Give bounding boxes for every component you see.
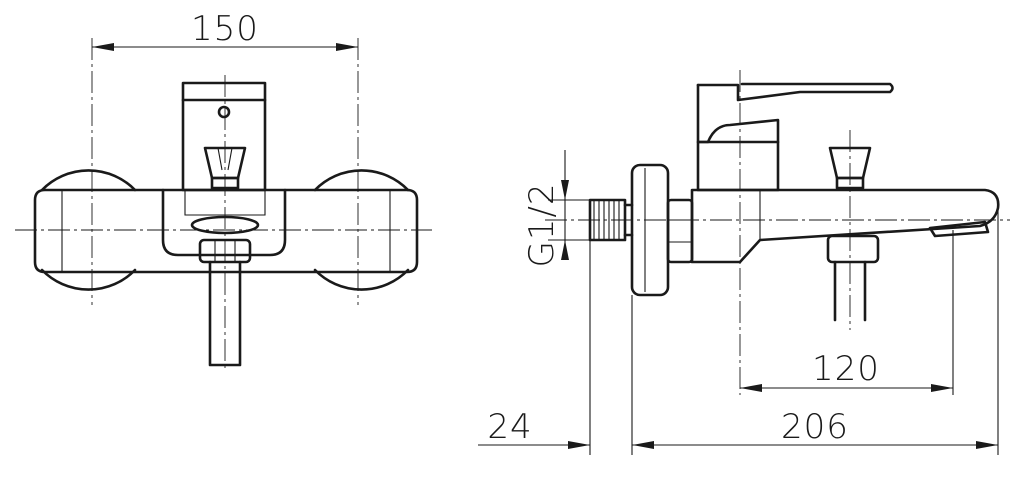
side-outlet-pipe bbox=[833, 260, 867, 322]
cartridge-housing bbox=[696, 140, 780, 192]
connection-nut bbox=[666, 198, 694, 264]
side-view: G1/2 120 24 206 bbox=[478, 70, 1010, 455]
hose-nut bbox=[198, 238, 252, 264]
spout-outlet bbox=[928, 220, 990, 238]
side-hose-nut bbox=[826, 234, 880, 264]
dimension-24: 24 bbox=[487, 407, 532, 447]
diverter-disc bbox=[190, 215, 260, 235]
shower-outlet-pipe bbox=[208, 260, 242, 367]
spout-body bbox=[690, 188, 1000, 264]
dimension-150: 150 bbox=[191, 9, 259, 49]
handle-screw bbox=[217, 105, 231, 119]
threaded-inlet bbox=[588, 198, 627, 242]
side-lever[interactable] bbox=[696, 82, 894, 102]
dimension-206: 206 bbox=[781, 407, 849, 447]
side-wall-flange bbox=[630, 163, 670, 297]
lever-handle[interactable] bbox=[181, 81, 267, 192]
dimension-120: 120 bbox=[812, 349, 880, 389]
front-view: 150 bbox=[15, 9, 432, 370]
dimension-thread: G1/2 bbox=[522, 182, 562, 267]
left-wall-flange bbox=[40, 169, 137, 291]
mixer-body bbox=[33, 188, 419, 274]
right-wall-flange bbox=[313, 169, 410, 291]
diverter-housing bbox=[161, 188, 287, 257]
